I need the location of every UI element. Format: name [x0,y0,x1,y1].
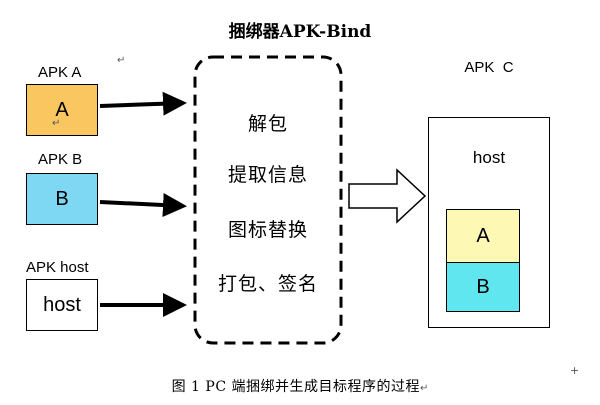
step-icon-replace: 图标替换 [227,219,308,241]
return-mark-a: ↵ [52,118,61,129]
figure-caption: 图 1 PC 端捆绑并生成目标程序的过程↵ [0,376,600,396]
step-extract-info: 提取信息 [227,164,308,186]
hollow-arrow-to-output [348,168,427,224]
apk-c-label: APK C [464,59,514,76]
arrow-b-to-binder [99,193,187,218]
apk-host-label: APK host [26,259,89,276]
apk-a-box: A [26,84,98,136]
apk-a-content: A [55,98,69,121]
apk-c-part-b: B [446,262,520,312]
binder-title: 捆绑器APK-Bind [228,22,372,42]
return-mark-caption: ↵ [420,383,429,394]
arrow-a-to-binder [99,91,187,116]
apk-c-part-a: A [446,209,520,263]
apk-c-part-a-label: A [476,224,490,247]
apk-host-box: host [26,279,98,331]
step-pack-sign: 打包、签名 [217,273,318,295]
apk-b-content: B [55,187,69,210]
apk-a-label: APK A [38,64,82,81]
binder-dashed-box [193,55,343,345]
figure-caption-text: 图 1 PC 端捆绑并生成目标程序的过程 [171,379,420,395]
apk-b-box: B [26,173,98,225]
apk-c-host-label: host [472,148,506,167]
apk-host-content: host [43,293,81,316]
apk-b-label: APK B [38,151,83,168]
return-mark-title: ↵ [117,55,126,66]
step-unpack: 解包 [247,113,288,135]
plus-mark: + [570,364,580,377]
apk-c-part-b-label: B [476,275,490,298]
